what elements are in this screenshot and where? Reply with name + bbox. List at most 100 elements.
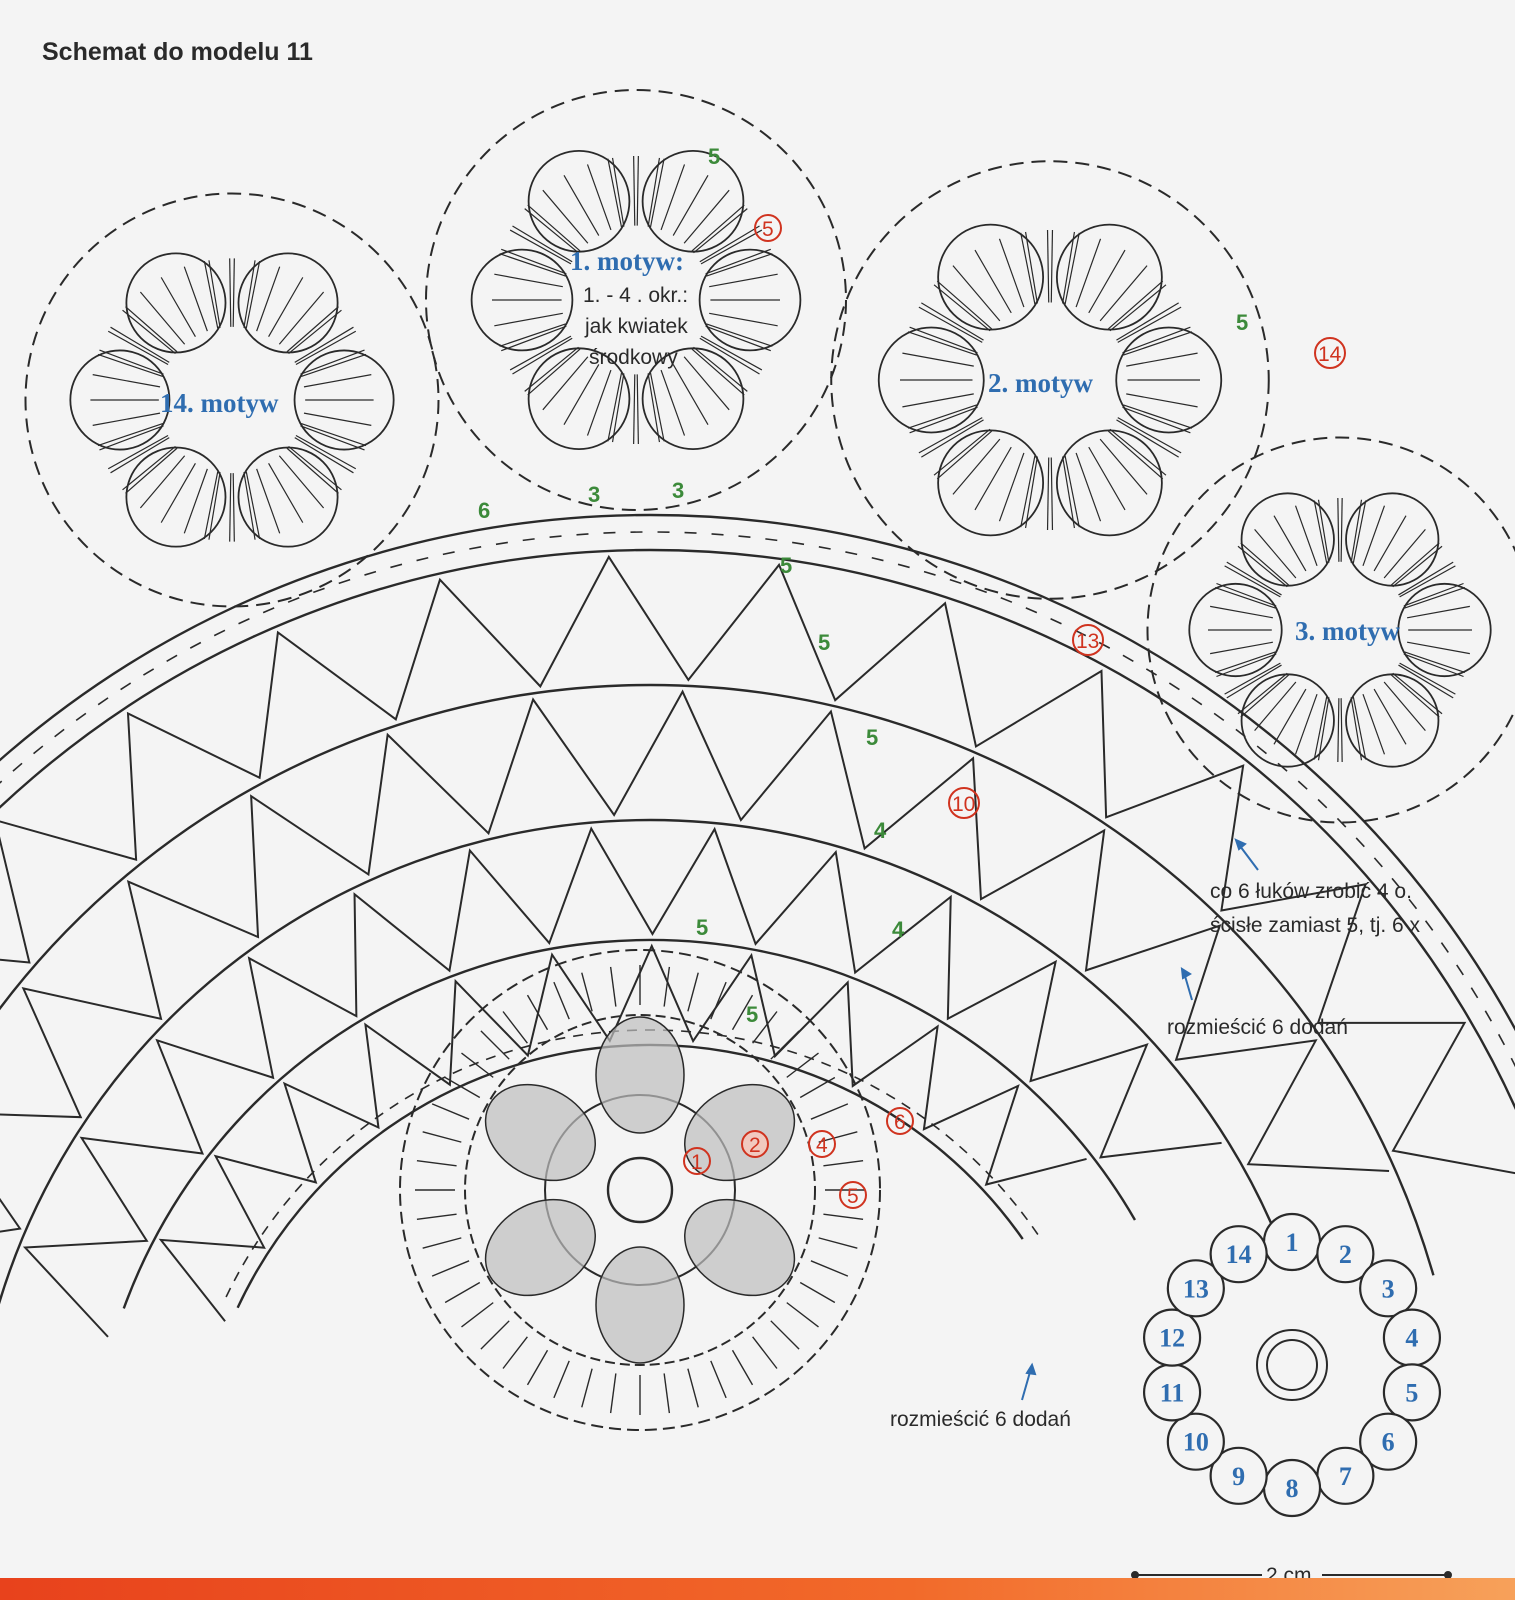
motif-stitch (1352, 696, 1367, 760)
dc-stitch (731, 994, 754, 1031)
stitch-tick (1256, 745, 1267, 755)
motif-stitch (1020, 232, 1036, 305)
motif-stitch (1116, 419, 1179, 458)
motif-stitch (110, 437, 170, 474)
dc-stitch (710, 981, 727, 1020)
motif-1-line-1: 1. - 4 . okr.: (583, 284, 688, 307)
motif-petal (237, 252, 339, 354)
motif-stitch (921, 302, 984, 341)
motif-petal (527, 149, 631, 253)
stitch-tick (1355, 837, 1365, 848)
dc-stitch (502, 1336, 528, 1369)
round-arc (0, 683, 1435, 1276)
svg-text:13: 13 (1076, 630, 1099, 653)
motif-stitch (672, 174, 709, 236)
motif-stitch (1216, 653, 1277, 678)
stitch-tick (374, 1112, 384, 1120)
stitch-tick (590, 1031, 602, 1035)
motif-stitch (936, 430, 993, 480)
motif-chain-round (24, 192, 440, 608)
motif-stitch (1099, 265, 1148, 322)
motif-stitch (693, 346, 748, 392)
motif-stitch (1126, 393, 1198, 408)
stitch-tick (166, 654, 178, 662)
triangle-row (0, 689, 1390, 1233)
motif-stitch (99, 349, 164, 375)
stitch-tick (916, 1112, 926, 1120)
motif-stitch (907, 331, 977, 356)
motif-stitch (1317, 697, 1330, 761)
stitch-ticks (0, 531, 1515, 1298)
stitch-tick (765, 538, 778, 542)
stitch-tick (959, 1145, 968, 1154)
dc-stitch (581, 1368, 593, 1408)
motif-stitch (527, 348, 581, 396)
stitch-tick (283, 1197, 291, 1207)
stitch-tick (897, 563, 910, 569)
motif-stitch (97, 422, 163, 447)
motif-stitch (909, 326, 978, 354)
layout-map-number: 14 (1226, 1240, 1252, 1269)
motif-stitch (139, 455, 186, 509)
motif-stitch (691, 204, 745, 252)
stitch-tick (681, 1030, 692, 1033)
stitch-tick (603, 531, 616, 534)
layout-map-number: 1 (1286, 1228, 1299, 1257)
stitch-tick (364, 570, 377, 576)
stitch-tick (495, 541, 508, 546)
motif-stitch (1399, 565, 1456, 598)
motif-stitch (1210, 605, 1274, 619)
stitch-tick (404, 1093, 415, 1100)
stitch-tick (1470, 987, 1479, 999)
stitch-tick (1020, 1211, 1029, 1221)
stitch-tick (818, 546, 831, 550)
motif-stitch (902, 393, 974, 408)
motif-stitch (1313, 500, 1328, 564)
round-arc (0, 548, 1515, 1111)
stitch-tick (1050, 618, 1062, 625)
motif-stitch (295, 435, 357, 470)
motif-stitch (1075, 238, 1102, 308)
motif-stitch (1294, 694, 1318, 755)
motif-stitch (208, 260, 221, 328)
stitch-tick (502, 1049, 513, 1055)
motif-stitch (301, 353, 367, 378)
motif-petal (698, 248, 802, 352)
stitch-tick (522, 538, 535, 542)
svg-text:10: 10 (952, 793, 975, 816)
motif-stitch (1383, 681, 1426, 732)
motif-stitch (1398, 664, 1454, 699)
motif-stitch (97, 353, 163, 378)
dc-stitch (609, 1373, 617, 1414)
motif-stitch (1237, 545, 1288, 588)
motif-stitch (586, 369, 612, 436)
layout-map-number: 11 (1160, 1378, 1185, 1407)
dc-stitch (444, 1281, 481, 1304)
dc-stitch (526, 994, 549, 1031)
motif-stitch (232, 258, 235, 327)
layout-map-number: 12 (1159, 1324, 1185, 1353)
stitch-tick (923, 570, 936, 576)
motif-stitch (936, 280, 993, 330)
motif-stitch (160, 463, 196, 523)
motif-3 (1146, 436, 1515, 824)
motif-stitch (649, 372, 665, 442)
motif-stitch (512, 337, 573, 375)
motif-stitch (107, 435, 169, 470)
dc-stitch (731, 1349, 754, 1386)
motif-stitch (92, 374, 161, 388)
motif-stitch (1337, 498, 1340, 562)
motif-stitch (1116, 302, 1179, 341)
stitch-tick (75, 712, 87, 722)
motif-stitch (636, 156, 639, 226)
note-increase-lower: rozmieścić 6 dodań (890, 1408, 1071, 1431)
stitch-tick (416, 556, 429, 562)
chain-count: 3 (588, 482, 600, 507)
motif-stitch (300, 349, 365, 375)
motif-2-label: 2. motyw (988, 368, 1093, 398)
motif-stitch (268, 463, 304, 523)
round-marker: 5 (839, 1181, 867, 1209)
motif-stitch (208, 472, 221, 540)
round-marker: 10 (948, 787, 980, 819)
